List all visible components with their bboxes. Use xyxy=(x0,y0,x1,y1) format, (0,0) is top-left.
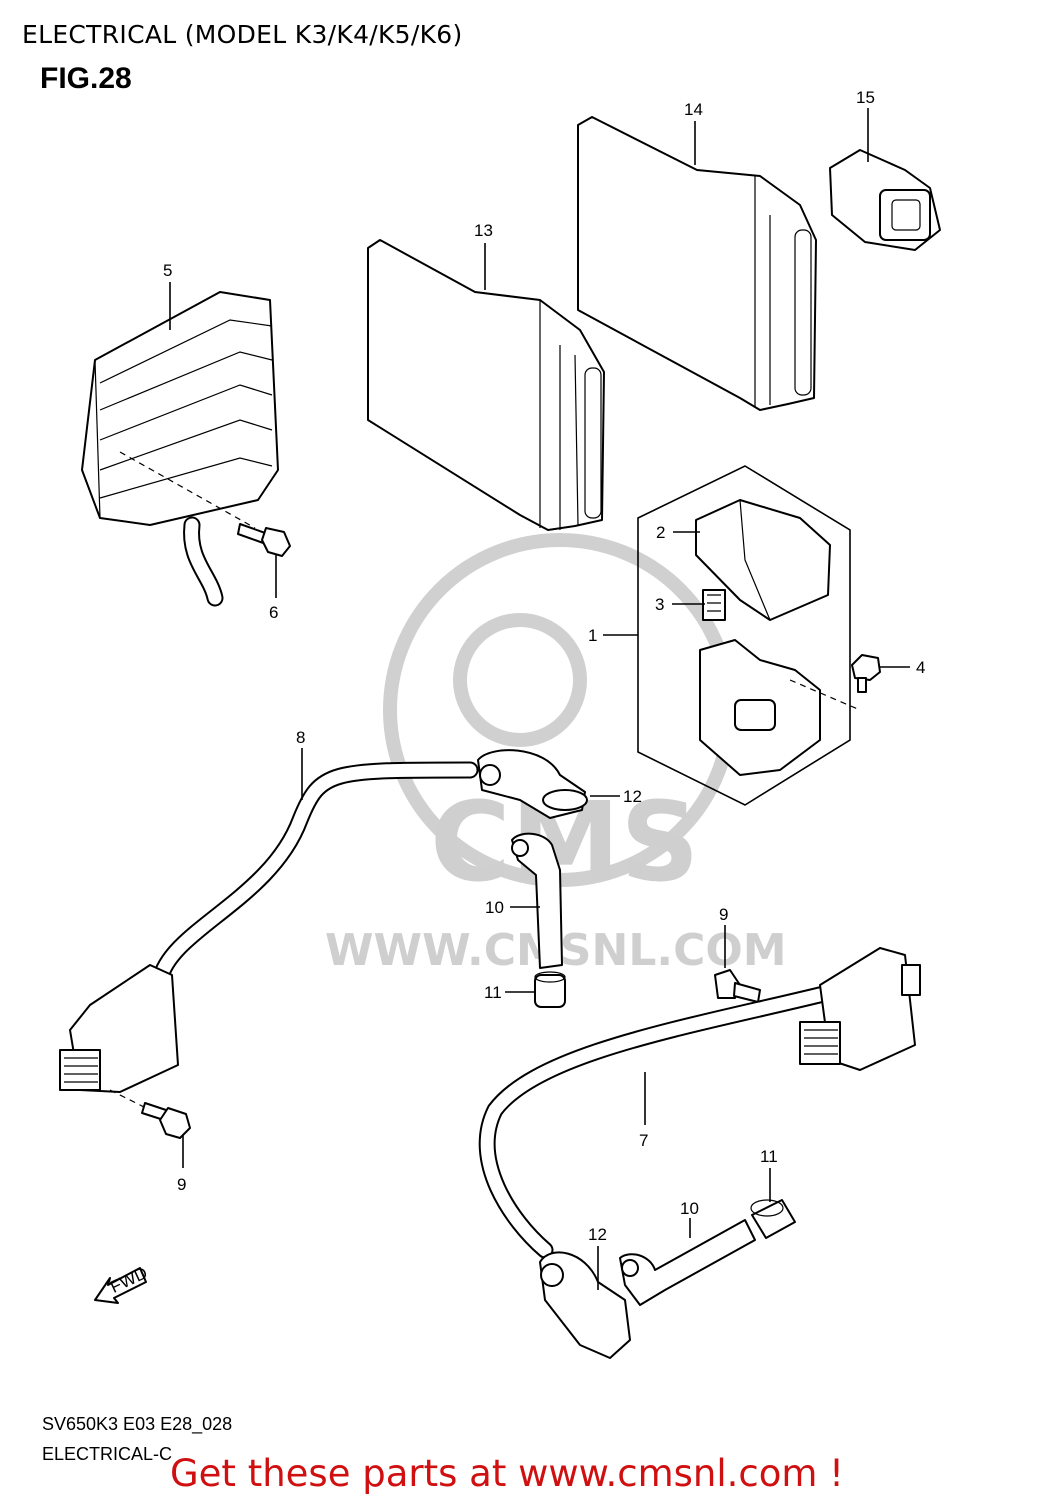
part-bolt-6[interactable] xyxy=(237,523,291,557)
cta-link[interactable]: Get these parts at www.cmsnl.com ! xyxy=(170,1452,845,1495)
callout-13: 13 xyxy=(474,221,493,240)
diagram-title: ELECTRICAL (MODEL K3/K4/K5/K6) xyxy=(22,20,463,49)
callout-8: 8 xyxy=(296,728,305,747)
figure-number: FIG.28 xyxy=(40,62,132,95)
callout-9-left: 9 xyxy=(177,1175,186,1194)
part-plug-cap-12-upper[interactable] xyxy=(477,749,588,819)
callout-11-lower: 11 xyxy=(760,1147,778,1166)
part-seal-11-lower[interactable] xyxy=(750,1199,796,1239)
callout-3: 3 xyxy=(655,595,664,614)
callout-12-lower: 12 xyxy=(588,1225,607,1244)
callout-11-upper: 11 xyxy=(484,983,502,1002)
part-seal-11-upper[interactable] xyxy=(534,971,566,1008)
part-ignition-coil-left[interactable] xyxy=(59,964,179,1111)
callout-5: 5 xyxy=(163,261,172,280)
watermark-mascot xyxy=(453,613,587,747)
part-plug-cap-12-lower[interactable] xyxy=(539,1251,631,1359)
leader-lines xyxy=(169,108,910,1290)
callout-9-right: 9 xyxy=(719,905,728,924)
callout-1: 1 xyxy=(588,626,597,645)
callout-12-upper: 12 xyxy=(623,787,642,806)
part-ecm-13[interactable] xyxy=(367,239,605,531)
callout-14: 14 xyxy=(684,100,703,119)
fwd-label: FWD xyxy=(107,1263,150,1297)
callout-10-lower: 10 xyxy=(680,1199,699,1218)
part-module-14[interactable] xyxy=(577,116,817,411)
section-name: ELECTRICAL-C xyxy=(42,1444,173,1464)
callout-2: 2 xyxy=(656,523,665,542)
part-relay-15[interactable] xyxy=(829,149,941,251)
part-bolt-9-right[interactable] xyxy=(714,969,761,1003)
part-bolt-9-left[interactable] xyxy=(141,1102,191,1139)
part-regulator-rectifier[interactable] xyxy=(81,291,279,607)
callout-10-upper: 10 xyxy=(485,898,504,917)
diagram-code: SV650K3 E03 E28_028 xyxy=(42,1414,233,1434)
part-starter-relay-assy[interactable] xyxy=(637,465,861,806)
callout-7: 7 xyxy=(639,1131,648,1150)
part-ignition-coil-right[interactable] xyxy=(799,947,921,1071)
part-plug-cap-10-lower[interactable] xyxy=(619,1219,756,1306)
fwd-arrow-icon: FWD xyxy=(94,1263,150,1304)
part-plug-cap-10-upper[interactable] xyxy=(511,832,563,969)
callout-15: 15 xyxy=(856,88,875,107)
part-screw-4[interactable] xyxy=(851,654,881,693)
part-high-tension-cord-8[interactable] xyxy=(151,761,479,989)
callout-labels: 5 6 13 14 15 2 3 1 4 8 12 10 9 11 9 7 11… xyxy=(163,88,925,1244)
part-high-tension-cord-7[interactable] xyxy=(478,981,849,1259)
callout-6: 6 xyxy=(269,603,278,622)
callout-4: 4 xyxy=(916,658,925,677)
